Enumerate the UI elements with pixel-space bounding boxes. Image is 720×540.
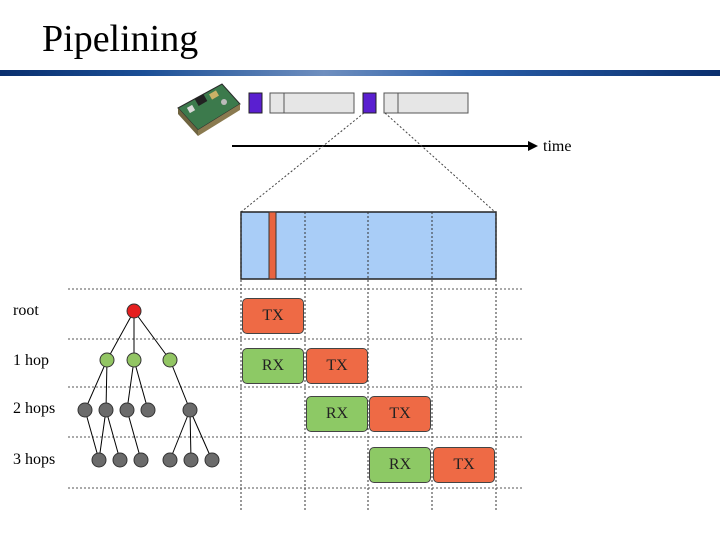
zoom-line-right <box>384 112 496 213</box>
hop2-node <box>140 402 156 418</box>
tx-slot-hop2: TX <box>369 396 431 432</box>
hop1-node <box>126 352 142 368</box>
rx-slot-hop1: RX <box>242 348 304 384</box>
hop2-node <box>119 402 135 418</box>
active-slot-2 <box>362 92 377 114</box>
hop1-node <box>162 352 178 368</box>
rx-slot-hop2: RX <box>306 396 368 432</box>
hop3-node <box>162 452 178 468</box>
active-slot-1 <box>248 92 263 114</box>
row-label-3-hops: 3 hops <box>13 451 56 468</box>
hop3-node <box>204 452 220 468</box>
row-label-2-hops: 2 hops <box>13 400 56 417</box>
rx-slot-hop3: RX <box>369 447 431 483</box>
hop3-node <box>133 452 149 468</box>
hop3-node <box>91 452 107 468</box>
row-label-root: root <box>13 302 39 319</box>
hop2-node <box>77 402 93 418</box>
hop3-node <box>183 452 199 468</box>
row-label-1-hop: 1 hop <box>13 352 49 369</box>
tx-slot-root: TX <box>242 298 304 334</box>
sleep-slot-1 <box>283 92 355 114</box>
sleep-slot-2 <box>397 92 469 114</box>
tx-slot-hop1: TX <box>306 348 368 384</box>
hop2-node <box>98 402 114 418</box>
hop2-node <box>182 402 198 418</box>
root-node <box>126 303 142 319</box>
zoom-line-left <box>240 112 365 213</box>
zoomed-slot-marker <box>268 211 277 280</box>
tx-slot-hop3: TX <box>433 447 495 483</box>
hop1-node <box>99 352 115 368</box>
slot-marker-1 <box>269 92 285 114</box>
time-arrow <box>232 141 538 151</box>
title-stripe <box>0 70 720 76</box>
tree-nodes <box>77 303 220 468</box>
slide-title: Pipelining <box>42 18 199 60</box>
sensor-board-image <box>177 83 241 136</box>
tree-edges <box>84 310 213 461</box>
slot-marker-2 <box>383 92 399 114</box>
hop3-node <box>112 452 128 468</box>
epoch-timeline <box>248 92 469 114</box>
slot-dividers <box>240 212 497 510</box>
time-label: time <box>543 138 572 155</box>
